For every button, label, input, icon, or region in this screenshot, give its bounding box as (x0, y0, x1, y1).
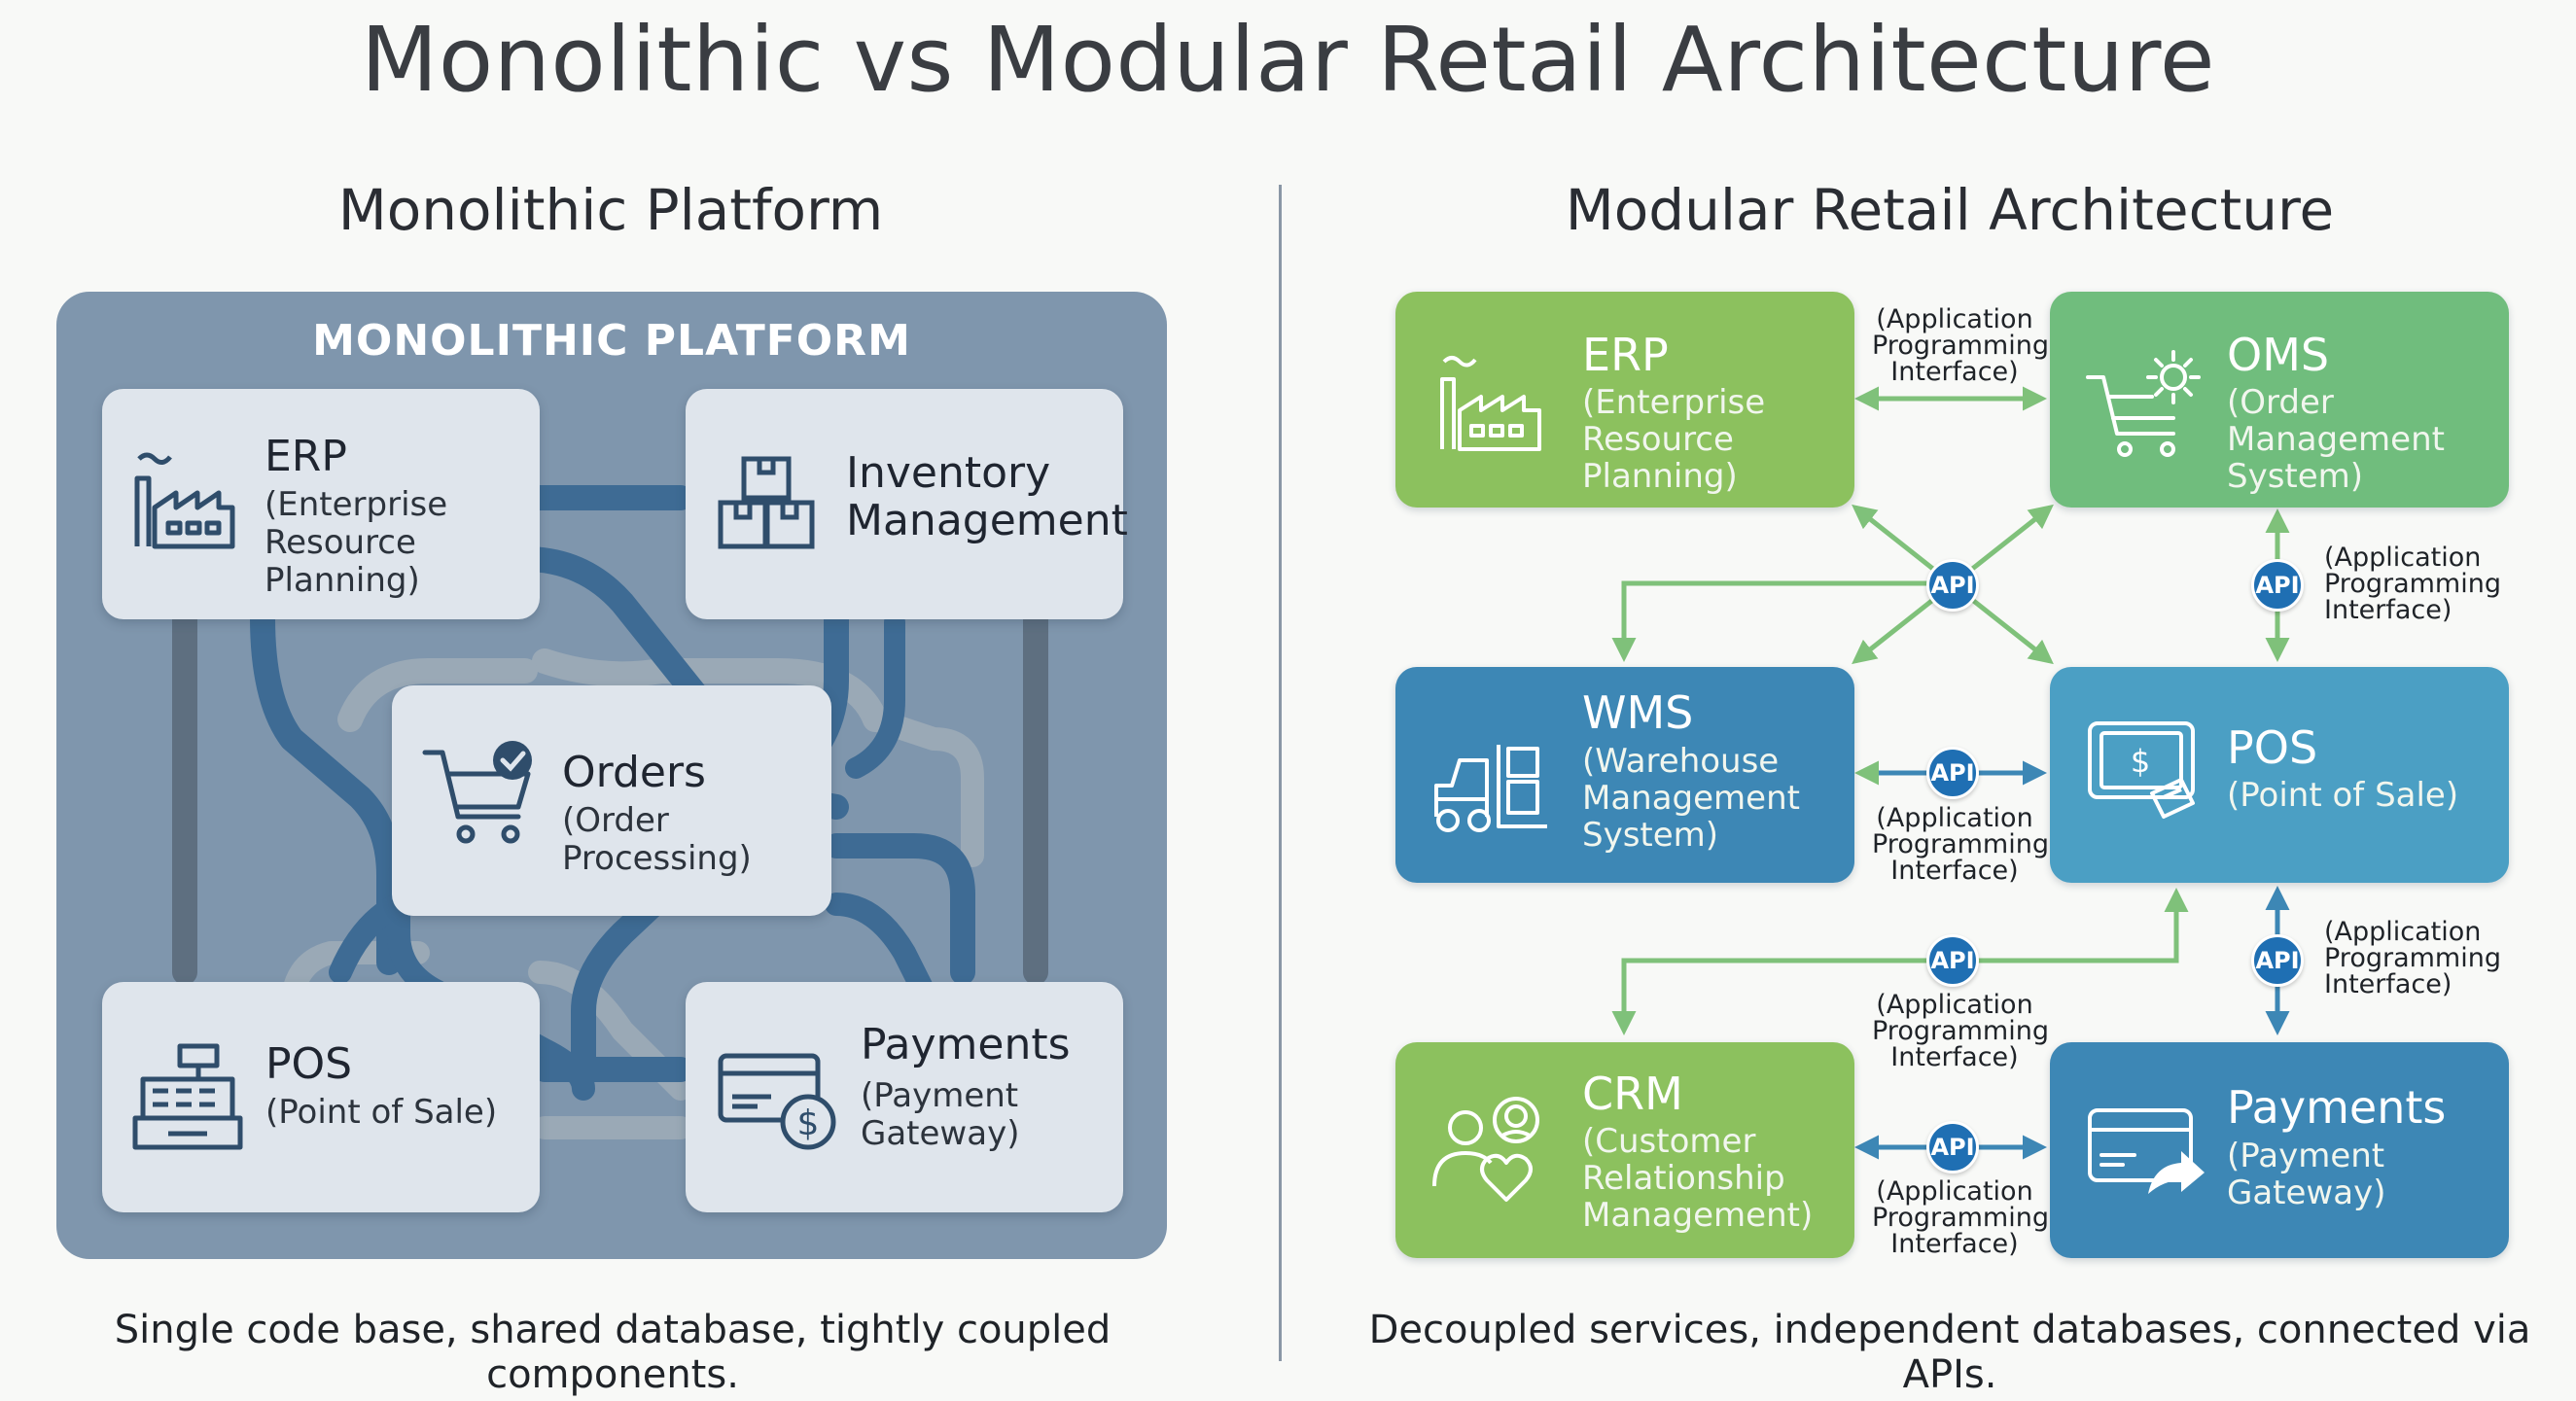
mono-inventory-box: Inventory Management (686, 389, 1128, 619)
monolithic-caption: Single code base, shared database, tight… (114, 1308, 1112, 1397)
mono-payments-title: Payments (861, 1020, 1071, 1069)
mono-pos-subtitle: (Point of Sale) (265, 1093, 498, 1132)
mono-inventory-title: Inventory Management (846, 448, 1128, 546)
mod-oms-box: OMS (Order Management System) (2050, 292, 2509, 508)
card-arrow-icon (2088, 1108, 2205, 1194)
api-badge-pos-payments: API (2251, 934, 2304, 987)
page-title: Monolithic vs Modular Retail Architectur… (360, 8, 2216, 112)
mod-payments-title: Payments (2227, 1081, 2447, 1134)
mod-wms-box: WMS (Warehouse Management System) (1395, 667, 1854, 883)
factory-icon (1440, 356, 1541, 451)
mod-crm-box: CRM (Customer Relationship Management) (1395, 1042, 1854, 1258)
mod-payments-subtitle: (Payment Gateway) (2227, 1137, 2386, 1213)
mono-erp-subtitle: (Enterprise Resource Planning) (265, 485, 448, 600)
mono-orders-title: Orders (562, 748, 706, 797)
mod-crm-title: CRM (1582, 1068, 1683, 1120)
modular-caption: Decoupled services, independent database… (1368, 1308, 2531, 1397)
mod-payments-box: Payments (Payment Gateway) (2050, 1042, 2509, 1258)
mod-pos-subtitle: (Point of Sale) (2227, 776, 2459, 815)
monolithic-subtitle: Monolithic Platform (337, 177, 884, 243)
mod-erp-title: ERP (1582, 329, 1669, 381)
mod-erp-subtitle: (Enterprise Resource Planning) (1582, 383, 1766, 497)
api-label-erp-oms: (Application Programming Interface) (1872, 304, 2049, 387)
boxes-icon (718, 456, 815, 549)
mono-erp-box: ERP (Enterprise Resource Planning) (102, 389, 540, 619)
mono-pos-box: POS (Point of Sale) (102, 982, 540, 1212)
card-dollar-icon: $ (718, 1053, 836, 1150)
mod-wms-title: WMS (1582, 686, 1694, 739)
api-badge-oms-pos: API (2251, 559, 2304, 612)
mono-payments-subtitle: (Payment Gateway) (861, 1076, 1020, 1153)
mod-pos-title: POS (2227, 721, 2318, 774)
mod-erp-box: ERP (Enterprise Resource Planning) (1395, 292, 1854, 508)
people-heart-icon (1432, 1097, 1539, 1202)
api-label-crm-payments: (Application Programming Interface) (1872, 1176, 2049, 1259)
svg-text:$: $ (2131, 743, 2150, 780)
mono-orders-box: Orders (Order Processing) (392, 685, 831, 916)
mod-pos-box: $ POS (Point of Sale) (2050, 667, 2509, 883)
modular-subtitle: Modular Retail Architecture (1565, 177, 2335, 243)
api-label-pos-crm: (Application Programming Interface) (1872, 990, 2049, 1072)
tablet-dollar-icon: $ (2088, 721, 2195, 819)
factory-icon (134, 452, 235, 549)
mod-oms-title: OMS (2227, 329, 2330, 381)
forklift-icon (1434, 745, 1547, 832)
cash-register-icon (132, 1043, 243, 1150)
mod-oms-subtitle: (Order Management System) (2227, 383, 2445, 497)
mono-erp-title: ERP (265, 432, 347, 481)
mod-crm-subtitle: (Customer Relationship Management) (1582, 1122, 1814, 1236)
api-label-wms-pos: (Application Programming Interface) (1872, 803, 2049, 886)
mod-wms-subtitle: (Warehouse Management System) (1582, 742, 1800, 856)
api-label-pos-payments: (Application Programming Interface) (2324, 917, 2501, 999)
monolithic-frame-label: MONOLITHIC PLATFORM (312, 316, 911, 366)
api-label-oms-pos: (Application Programming Interface) (2324, 543, 2501, 625)
mono-pos-title: POS (265, 1039, 353, 1089)
center-divider (1279, 185, 1282, 1361)
api-badge-center: API (1926, 559, 1979, 612)
cart-check-icon (422, 741, 532, 844)
mono-orders-subtitle: (Order Processing) (562, 801, 752, 878)
svg-text:$: $ (797, 1103, 820, 1143)
mono-payments-box: $ Payments (Payment Gateway) (686, 982, 1123, 1212)
api-badge-crm-payments: API (1926, 1121, 1979, 1173)
api-badge-pos-crm: API (1926, 934, 1979, 987)
cart-gear-icon (2086, 350, 2201, 457)
api-badge-wms-pos: API (1926, 747, 1979, 799)
